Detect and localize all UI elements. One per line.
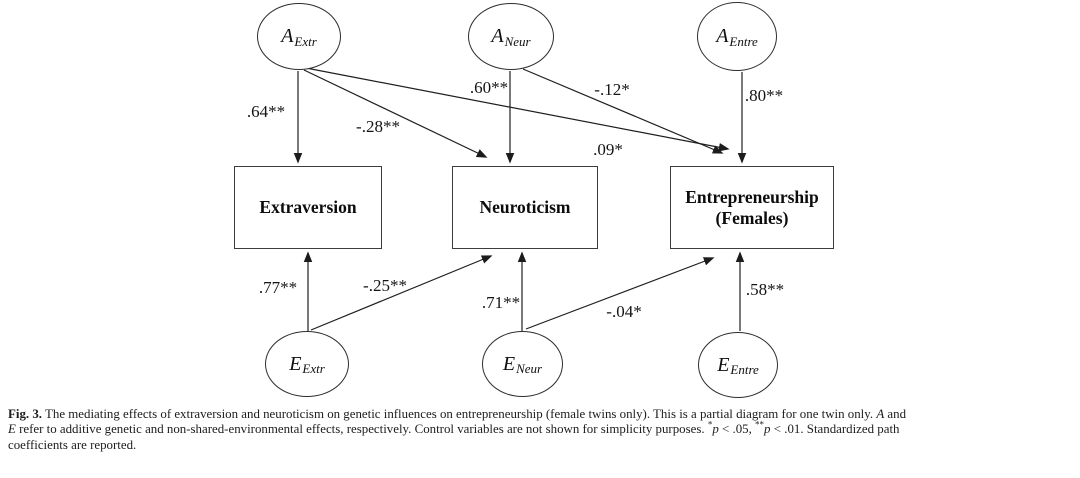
latent-label-subscript: Entre <box>730 362 759 377</box>
observed-box-neuroticism: Neuroticism <box>452 166 598 249</box>
arrow-e-extr-to-neuroticism <box>310 255 493 331</box>
coef-a-neur-neuroticism: .60** <box>469 78 509 97</box>
coef-e-extr-neuroticism: -.25** <box>363 276 407 295</box>
latent-label: A <box>281 25 294 47</box>
arrow-a-neur-to-entrepreneurship <box>522 68 724 154</box>
latent-label: E <box>717 353 730 376</box>
latent-label-subscript: Extr <box>302 361 325 376</box>
box-label-line2: (Females) <box>715 207 789 228</box>
caption-line-3: coefficients are reported. <box>8 437 137 452</box>
path-arrows <box>293 67 747 331</box>
box-label: Extraversion <box>259 197 357 217</box>
arrow-a-extr-to-neuroticism <box>303 69 488 158</box>
coef-a-extr-neuroticism: -.28** <box>356 117 400 136</box>
latent-label-subscript: Entre <box>729 33 758 49</box>
caption-line-2: E refer to additive genetic and non-shar… <box>8 420 900 437</box>
coef-a-extr-entrepreneurship: .09* <box>593 140 623 159</box>
box-label: Neuroticism <box>479 197 571 217</box>
coef-a-extr-extraversion: .64** <box>246 102 286 121</box>
observed-box-extraversion: Extraversion <box>234 166 382 249</box>
coef-a-neur-entrepreneurship: -.12* <box>594 80 630 99</box>
coef-a-entre-entrepreneurship: .80** <box>744 86 784 105</box>
coef-e-entre-entrepreneurship: .58** <box>745 280 785 299</box>
latent-label-subscript: Extr <box>294 33 317 49</box>
latent-label: E <box>502 352 516 375</box>
caption-line-1: Fig. 3. The mediating effects of extrave… <box>8 407 907 421</box>
latent-label: A <box>491 25 504 47</box>
coef-e-extr-extraversion: .77** <box>258 278 298 297</box>
arrow-e-neur-to-entrepreneurship <box>525 257 715 330</box>
latent-label: A <box>716 25 729 47</box>
coef-e-neur-neuroticism: .71** <box>481 293 521 312</box>
latent-label-subscript: Neur <box>516 361 543 376</box>
latent-label-subscript: Neur <box>504 33 531 49</box>
latent-label: E <box>289 352 302 375</box>
box-label: Entrepreneurship <box>685 186 819 207</box>
figure-caption: Fig. 3. The mediating effects of extrave… <box>8 407 1076 453</box>
arrow-a-extr-to-entrepreneurship <box>305 67 730 152</box>
observed-box-entrepreneurship: Entrepreneurship (Females) <box>670 166 834 249</box>
coef-e-neur-entrepreneurship: -.04* <box>606 302 642 321</box>
